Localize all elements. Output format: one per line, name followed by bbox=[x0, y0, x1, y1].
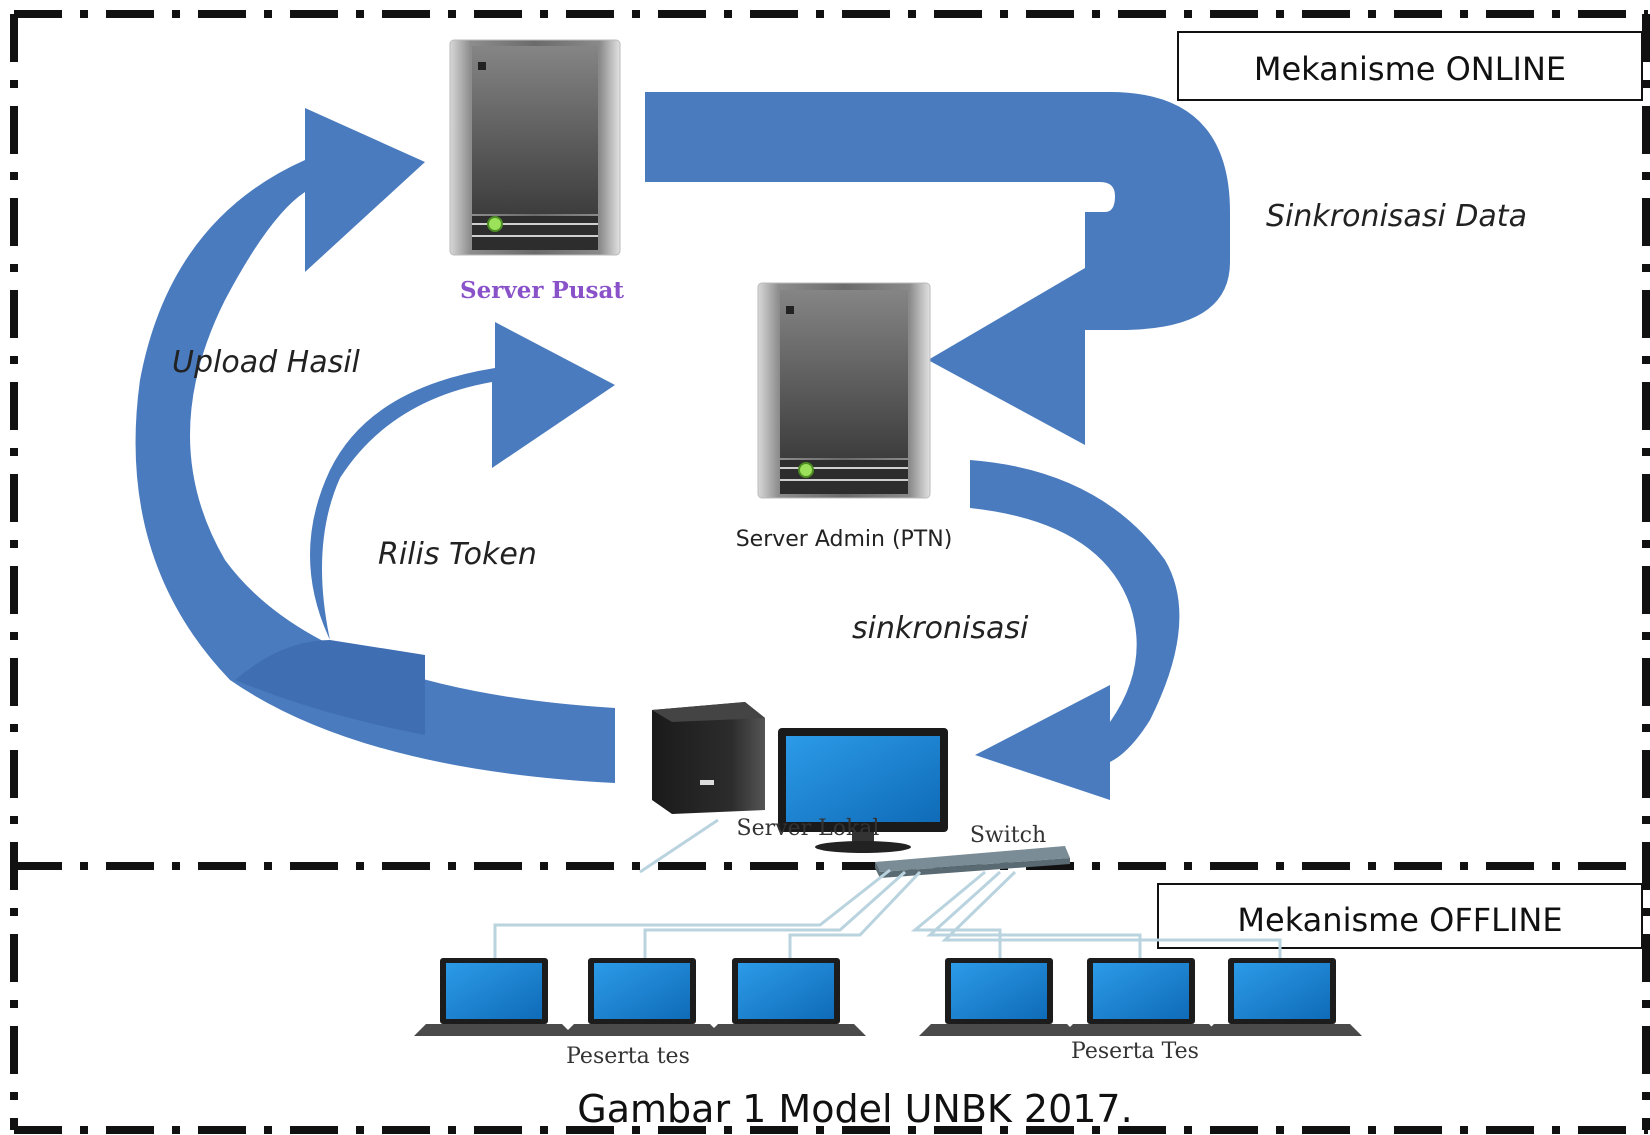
laptop-icon bbox=[1202, 958, 1362, 1036]
network-switch-icon bbox=[875, 846, 1070, 878]
rilis-token-label: Rilis Token bbox=[378, 537, 537, 572]
sinkronisasi-arrow bbox=[970, 460, 1180, 800]
outer-border bbox=[10, 10, 1650, 1134]
upload-hasil-arrow-base bbox=[235, 640, 425, 735]
sinkronisasi-label: sinkronisasi bbox=[852, 611, 1029, 646]
server-admin-label: Server Admin (PTN) bbox=[736, 527, 953, 552]
sinkronisasi-data-label: Sinkronisasi Data bbox=[1266, 199, 1527, 234]
sinkronisasi-data-arrow bbox=[645, 92, 1230, 445]
offline-label-box: Mekanisme OFFLINE bbox=[1157, 883, 1643, 949]
server-lokal-label: Server Lokal bbox=[737, 816, 880, 841]
offline-label: Mekanisme OFFLINE bbox=[1237, 901, 1562, 939]
server-pusat-icon bbox=[449, 39, 621, 256]
server-pusat-label: Server Pusat bbox=[460, 277, 624, 304]
online-label-box: Mekanisme ONLINE bbox=[1177, 31, 1643, 101]
online-label: Mekanisme ONLINE bbox=[1254, 50, 1566, 88]
laptop-icon bbox=[919, 958, 1079, 1036]
monitor-icon bbox=[778, 728, 948, 853]
upload-hasil-arrow bbox=[135, 108, 616, 783]
switch-label: Switch bbox=[970, 823, 1046, 848]
peserta-right-label: Peserta Tes bbox=[1071, 1039, 1199, 1064]
laptop-icon bbox=[414, 958, 574, 1036]
peserta-left-label: Peserta tes bbox=[566, 1044, 690, 1069]
figure-caption: Gambar 1 Model UNBK 2017. bbox=[577, 1087, 1132, 1131]
upload-hasil-label: Upload Hasil bbox=[172, 345, 361, 380]
laptop-icon bbox=[706, 958, 866, 1036]
laptop-icon bbox=[562, 958, 722, 1036]
network-cables bbox=[493, 818, 1282, 958]
server-admin-icon bbox=[757, 282, 931, 499]
rilis-token-arrow bbox=[310, 322, 615, 640]
laptop-icon bbox=[1061, 958, 1221, 1036]
desktop-computer-icon bbox=[652, 702, 765, 814]
